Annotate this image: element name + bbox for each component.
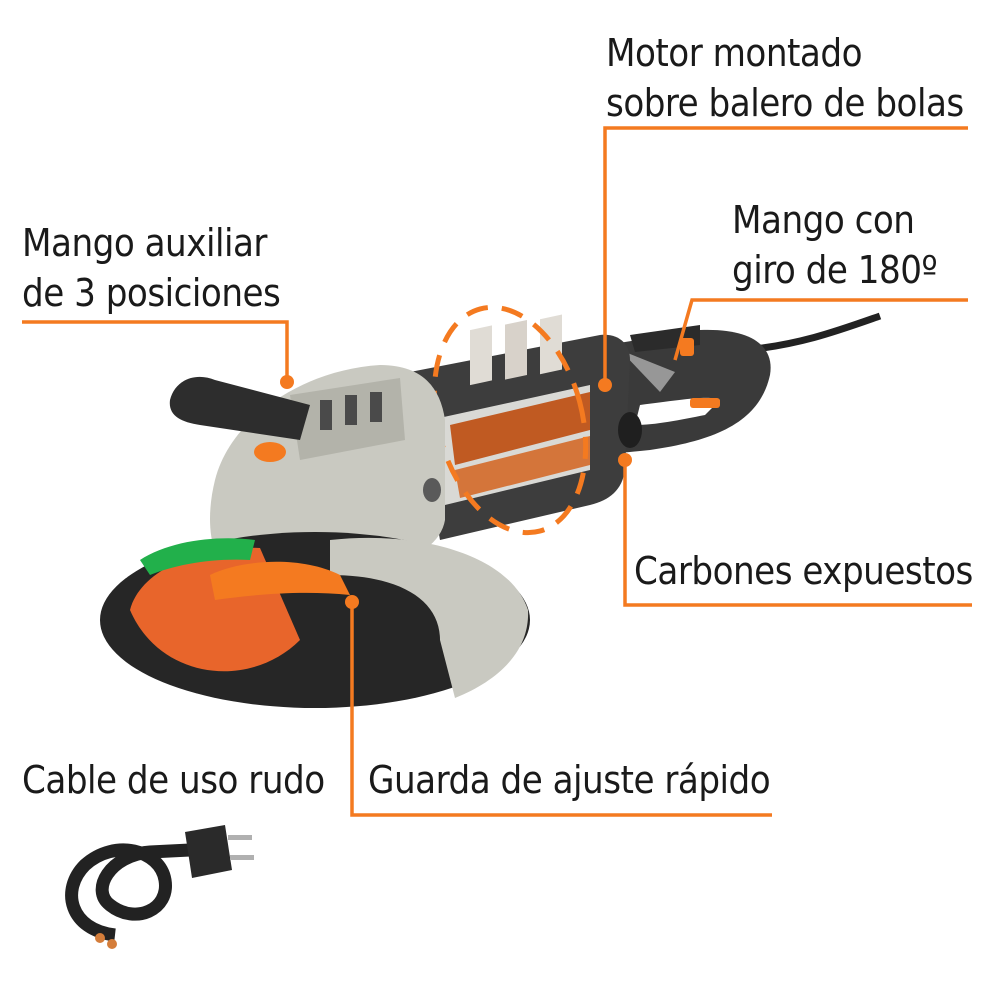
power-cord <box>744 312 882 354</box>
wheel-guard <box>210 537 529 698</box>
label-guarda-line-1: Guarda de ajuste rápido <box>368 758 771 802</box>
label-aux-line-1: Mango auxiliar <box>22 221 267 265</box>
label-motor: Motor montado sobre balero de bolas <box>606 28 964 128</box>
label-cable-line-1: Cable de uso rudo <box>22 758 325 802</box>
label-aux-line-2: de 3 posiciones <box>22 271 281 315</box>
label-cable: Cable de uso rudo <box>22 755 325 805</box>
label-motor-line-1: Motor montado <box>606 31 862 75</box>
carbon-cap <box>618 412 642 448</box>
leader-lines <box>22 126 972 817</box>
plug-icon <box>185 825 232 878</box>
cable-illustration <box>65 825 254 949</box>
rotate-arrow-icon <box>620 350 675 392</box>
leader-aux <box>22 320 289 382</box>
leader-carbones <box>623 460 972 607</box>
leader-guarda <box>350 602 772 817</box>
label-mango-auxiliar: Mango auxiliar de 3 posiciones <box>22 218 281 318</box>
rear-switch <box>680 338 694 356</box>
label-carbones-line-1: Carbones expuestos <box>634 549 973 593</box>
motor-housing <box>410 314 642 540</box>
label-motor-line-2: sobre balero de bolas <box>606 81 964 125</box>
label-guarda: Guarda de ajuste rápido <box>368 755 771 805</box>
label-mango-giro: Mango con giro de 180º <box>732 195 938 295</box>
leader-mango-giro <box>673 298 968 361</box>
label-mango-giro-line-1: Mango con <box>732 198 915 242</box>
spindle-lock-button <box>254 442 286 462</box>
auxiliary-handle <box>169 375 310 440</box>
leader-motor <box>603 126 968 385</box>
label-mango-giro-line-2: giro de 180º <box>732 248 938 292</box>
guard-lever <box>210 561 350 600</box>
label-carbones: Carbones expuestos <box>634 546 973 596</box>
